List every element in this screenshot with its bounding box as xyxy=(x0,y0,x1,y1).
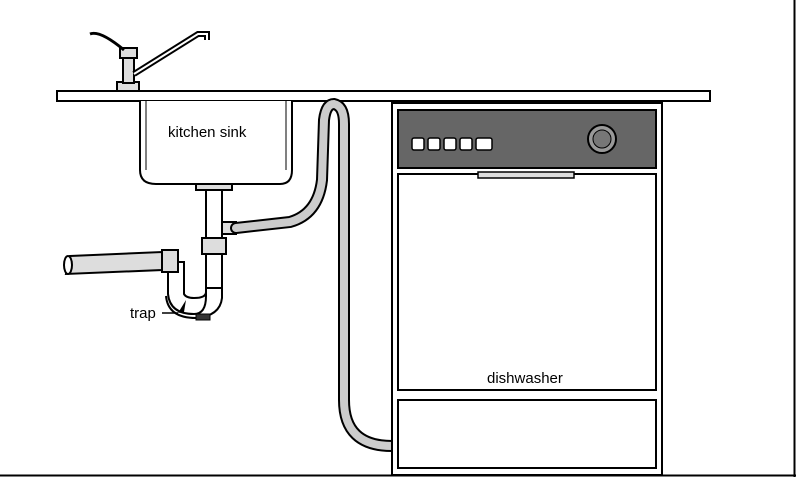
trap-leader-arrow xyxy=(178,300,186,313)
trap-label: trap xyxy=(130,305,156,322)
slip-nut xyxy=(201,237,227,255)
door-handle xyxy=(477,171,575,179)
wall-drain-pipe-end xyxy=(63,255,73,275)
control-button xyxy=(427,137,441,151)
wall-drain-pipe xyxy=(64,250,163,276)
control-button xyxy=(459,137,473,151)
faucet-icon xyxy=(89,31,210,92)
dishwasher-drain-hose-inner xyxy=(232,99,396,450)
control-button xyxy=(411,137,425,151)
control-button xyxy=(443,137,457,151)
dishwasher-label: dishwasher xyxy=(487,370,563,387)
dial-knob-icon xyxy=(587,124,617,154)
trap-cleanout xyxy=(195,313,211,321)
sink-basin xyxy=(139,101,293,185)
trap-arm-nut xyxy=(161,249,179,273)
control-buttons xyxy=(411,137,493,151)
countertop xyxy=(56,90,711,102)
sink-label: kitchen sink xyxy=(168,124,247,141)
dishwasher-door xyxy=(397,173,657,391)
tailpiece-pipe xyxy=(205,189,223,239)
kick-panel xyxy=(397,399,657,469)
trap-upper-pipe xyxy=(205,253,223,289)
control-button xyxy=(475,137,493,151)
